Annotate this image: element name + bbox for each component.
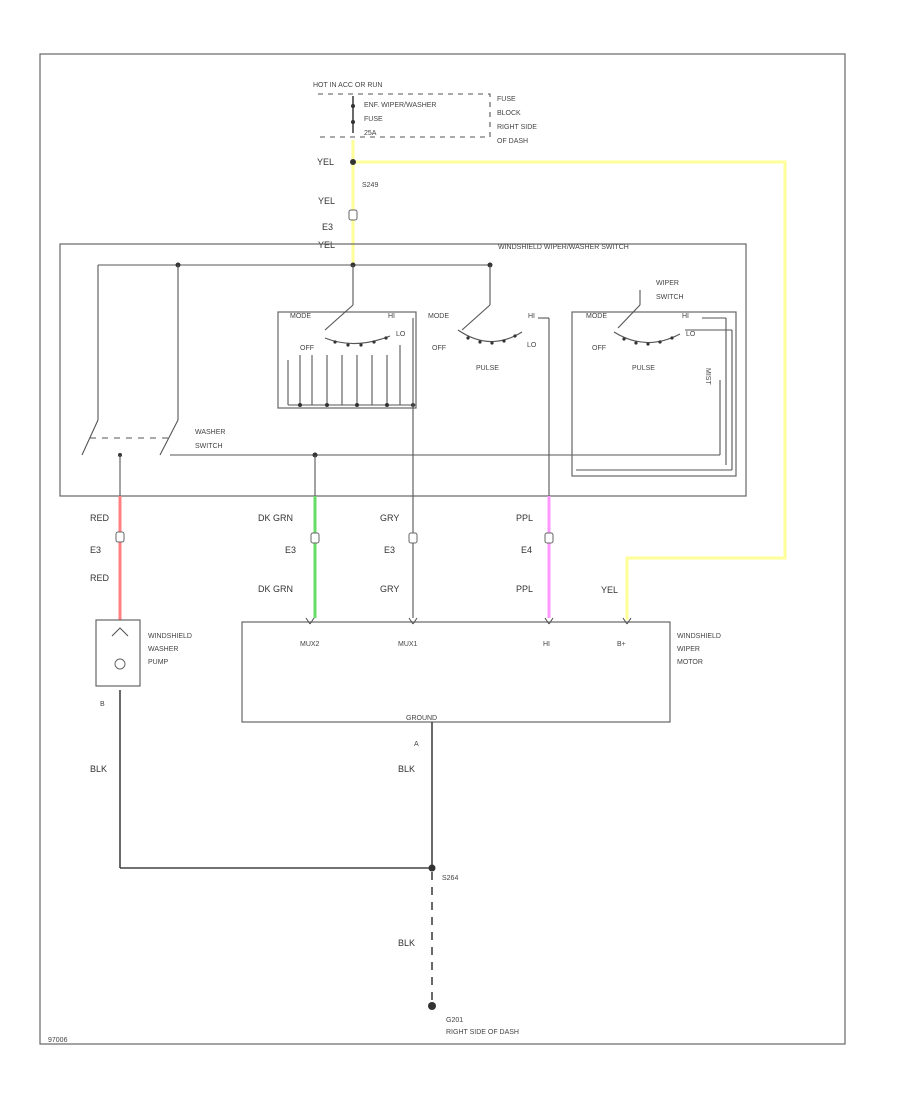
wire-color-yel-2: YEL <box>318 196 335 206</box>
splice-s264-label: S264 <box>442 875 458 882</box>
splice-dot-top <box>350 159 356 165</box>
motor-terminal-bplus: B+ <box>617 641 626 648</box>
svg-text:OFF: OFF <box>432 345 446 352</box>
connector-e4: E4 <box>521 545 532 555</box>
diagram-border <box>39 53 846 1045</box>
dk-grn-wire: DK GRN E3 DK GRN <box>258 455 320 618</box>
fuse-location-line4: OF DASH <box>497 138 528 145</box>
fuse-location-line3: RIGHT SIDE <box>497 124 537 131</box>
connector-e3-grn: E3 <box>285 545 296 555</box>
connector-e3-red: E3 <box>90 545 101 555</box>
wire-color-red-1: RED <box>90 513 110 523</box>
ground-point-label: G201 <box>446 1017 463 1024</box>
pump-label-2: WASHER <box>148 646 178 653</box>
motor-terminal-mux1: MUX1 <box>398 641 418 648</box>
pulse-switch-middle: MODE HI OFF LO PULSE <box>428 265 550 496</box>
wire-color-yel-3: YEL <box>318 240 335 250</box>
svg-text:MODE: MODE <box>586 313 607 320</box>
figure-code: 97006 <box>48 1037 68 1044</box>
wire-color-gry-2: GRY <box>380 584 399 594</box>
mode-switch-left: MODE HI LO OFF <box>277 265 417 496</box>
fuse-name-line2: FUSE <box>364 116 383 123</box>
connector-e3-top: E3 <box>322 222 333 232</box>
wire-color-yel-1: YEL <box>317 157 334 167</box>
svg-text:MODE: MODE <box>428 313 449 320</box>
svg-text:HI: HI <box>388 313 395 320</box>
ground-g201-dot <box>428 1002 436 1010</box>
fuse-location-line2: BLOCK <box>497 110 521 117</box>
svg-text:PULSE: PULSE <box>632 365 655 372</box>
wire-color-blk-2: BLK <box>398 764 415 774</box>
svg-text:LO: LO <box>527 342 537 349</box>
wiper-washer-switch-box: WINDSHIELD WIPER/WASHER SWITCH WASHER SW… <box>59 243 747 497</box>
wire-color-dkgrn-1: DK GRN <box>258 513 293 523</box>
wiper-switch-right: WIPER SWITCH MODE HI LO OFF PULSE MIST <box>571 280 737 477</box>
motor-ground-label: GROUND <box>406 715 437 722</box>
pump-label-3: PUMP <box>148 659 169 666</box>
washer-pump: WINDSHIELD WASHER PUMP B <box>95 619 192 708</box>
svg-text:MODE: MODE <box>290 313 311 320</box>
pump-label-1: WINDSHIELD <box>148 633 192 640</box>
fuse-location-line1: FUSE <box>497 96 516 103</box>
ground-location-label: RIGHT SIDE OF DASH <box>446 1029 519 1036</box>
svg-text:HI: HI <box>682 313 689 320</box>
svg-text:LO: LO <box>686 331 696 338</box>
wiper-switch-label-2: SWITCH <box>656 294 684 301</box>
svg-text:OFF: OFF <box>592 345 606 352</box>
switch-box-title: WINDSHIELD WIPER/WASHER SWITCH <box>498 244 629 251</box>
svg-text:HI: HI <box>528 313 535 320</box>
connector-e3-gry: E3 <box>384 545 395 555</box>
red-wire: RED E3 RED <box>90 496 125 620</box>
fuse-block: HOT IN ACC OR RUN ENF. WIPER/WASHER FUSE… <box>313 82 537 145</box>
gry-wire: GRY E3 GRY <box>380 496 418 618</box>
svg-text:PULSE: PULSE <box>476 365 499 372</box>
wire-color-ppl-2: PPL <box>516 584 533 594</box>
motor-label-3: MOTOR <box>677 659 703 666</box>
wire-color-ppl-1: PPL <box>516 513 533 523</box>
wiper-motor: MUX2 MUX1 HI B+ WINDSHIELD WIPER MOTOR G… <box>241 617 721 748</box>
fuse-name-line1: ENF. WIPER/WASHER <box>364 102 436 109</box>
motor-ground-pin: A <box>414 741 419 748</box>
motor-terminal-hi: HI <box>543 641 550 648</box>
svg-text:MIST: MIST <box>704 368 711 385</box>
wire-color-yel-4: YEL <box>601 585 618 595</box>
wire-color-dkgrn-2: DK GRN <box>258 584 293 594</box>
washer-switch-label-2: SWITCH <box>195 443 223 450</box>
wire-color-gry-1: GRY <box>380 513 399 523</box>
splice-s264-dot <box>428 864 436 872</box>
washer-switch: WASHER SWITCH <box>81 419 720 496</box>
svg-text:LO: LO <box>396 331 406 338</box>
pump-pin-b: B <box>100 701 105 708</box>
wire-color-blk-3: BLK <box>398 938 415 948</box>
wiper-switch-label-1: WIPER <box>656 280 679 287</box>
wire-color-blk-1: BLK <box>90 764 107 774</box>
fuse-rating: 25A <box>364 130 377 137</box>
ppl-wire: PPL E4 PPL <box>516 496 554 618</box>
motor-terminal-mux2: MUX2 <box>300 641 320 648</box>
washer-switch-label-1: WASHER <box>195 429 225 436</box>
svg-text:OFF: OFF <box>300 345 314 352</box>
motor-label-1: WINDSHIELD <box>677 633 721 640</box>
splice-top-label: S249 <box>362 182 378 189</box>
fuse-header: HOT IN ACC OR RUN <box>313 82 383 89</box>
ground-circuit: BLK BLK S264 BLK G201 RIGHT SIDE OF DASH <box>90 690 519 1036</box>
wire-color-red-2: RED <box>90 573 110 583</box>
motor-label-2: WIPER <box>677 646 700 653</box>
